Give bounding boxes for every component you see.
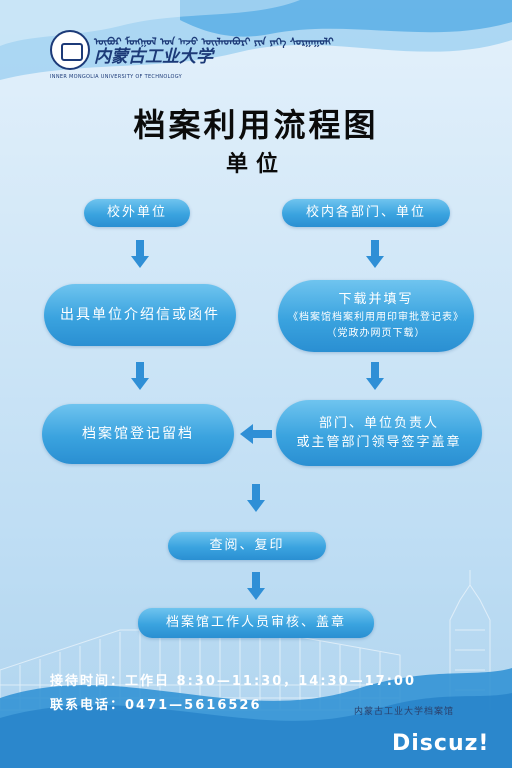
arrow-down-icon: [366, 240, 384, 268]
node-sign-line1: 部门、单位负责人: [318, 415, 439, 431]
office-hours: 接待时间：工作日 8:30—11:30，14:30—17:00: [50, 674, 417, 689]
node-archive-register-label: 档案馆登记留档: [82, 425, 194, 442]
node-archive-register: 档案馆登记留档: [42, 404, 234, 464]
arrow-down-icon: [131, 362, 149, 390]
logo-chinese-text: 内蒙古工业大学: [94, 47, 213, 67]
node-review-stamp: 档案馆工作人员审核、盖章: [138, 608, 374, 638]
node-internal-unit: 校内各部门、单位: [282, 199, 450, 227]
node-letter: 出具单位介绍信或函件: [44, 284, 236, 346]
node-consult-copy: 查阅、复印: [168, 532, 326, 560]
university-logo: ᠥᠪᠦᠷ ᠮᠣᠩᠭᠣᠯ ᠤᠨ ᠠᠵᠤ ᠦᠢᠯᠡᠳᠪᠦᠷᠢ ᠶᠢᠨ ᠶᠡᠬᠡ ᠰᠤ…: [50, 30, 332, 80]
node-download-form: 下载并填写 《档案馆档案利用用印审批登记表》 （党政办网页下载）: [278, 280, 474, 352]
node-download-line2: 《档案馆档案利用用印审批登记表》: [288, 311, 464, 323]
node-download-line3: （党政办网页下载）: [326, 327, 426, 339]
node-letter-label: 出具单位介绍信或函件: [60, 306, 220, 323]
contact-phone: 联系电话：0471—5616526: [50, 698, 262, 713]
arrow-down-icon: [247, 484, 265, 512]
organization-name: 内蒙古工业大学档案馆: [354, 707, 455, 717]
bottom-wave-decoration: [0, 668, 512, 768]
page-title: 档案利用流程图: [133, 106, 379, 144]
top-wave-decoration: [0, 0, 512, 80]
node-leader-sign: 部门、单位负责人 或主管部门领导签字盖章: [276, 400, 482, 466]
page-subtitle: 单位: [225, 152, 286, 177]
university-emblem-icon: [50, 30, 90, 70]
node-consult-copy-label: 查阅、复印: [209, 538, 285, 554]
logo-mongolian-text: ᠥᠪᠦᠷ ᠮᠣᠩᠭᠣᠯ ᠤᠨ ᠠᠵᠤ ᠦᠢᠯᠡᠳᠪᠦᠷᠢ ᠶᠢᠨ ᠶᠡᠬᠡ ᠰᠤ…: [94, 37, 334, 48]
node-download-line1: 下载并填写: [338, 292, 414, 308]
logo-english-text: INNER MONGOLIA UNIVERSITY OF TECHNOLOGY: [50, 74, 182, 80]
arrow-left-icon: [240, 424, 272, 444]
node-sign-line2: 或主管部门领导签字盖章: [296, 435, 462, 450]
node-external-unit: 校外单位: [84, 199, 190, 227]
arrow-down-icon: [247, 572, 265, 600]
arrow-down-icon: [366, 362, 384, 390]
discuz-watermark: Discuz!: [392, 731, 490, 756]
node-external-unit-label: 校外单位: [106, 205, 167, 221]
node-internal-unit-label: 校内各部门、单位: [305, 205, 426, 221]
node-review-stamp-label: 档案馆工作人员审核、盖章: [165, 615, 346, 631]
arrow-down-icon: [131, 240, 149, 268]
